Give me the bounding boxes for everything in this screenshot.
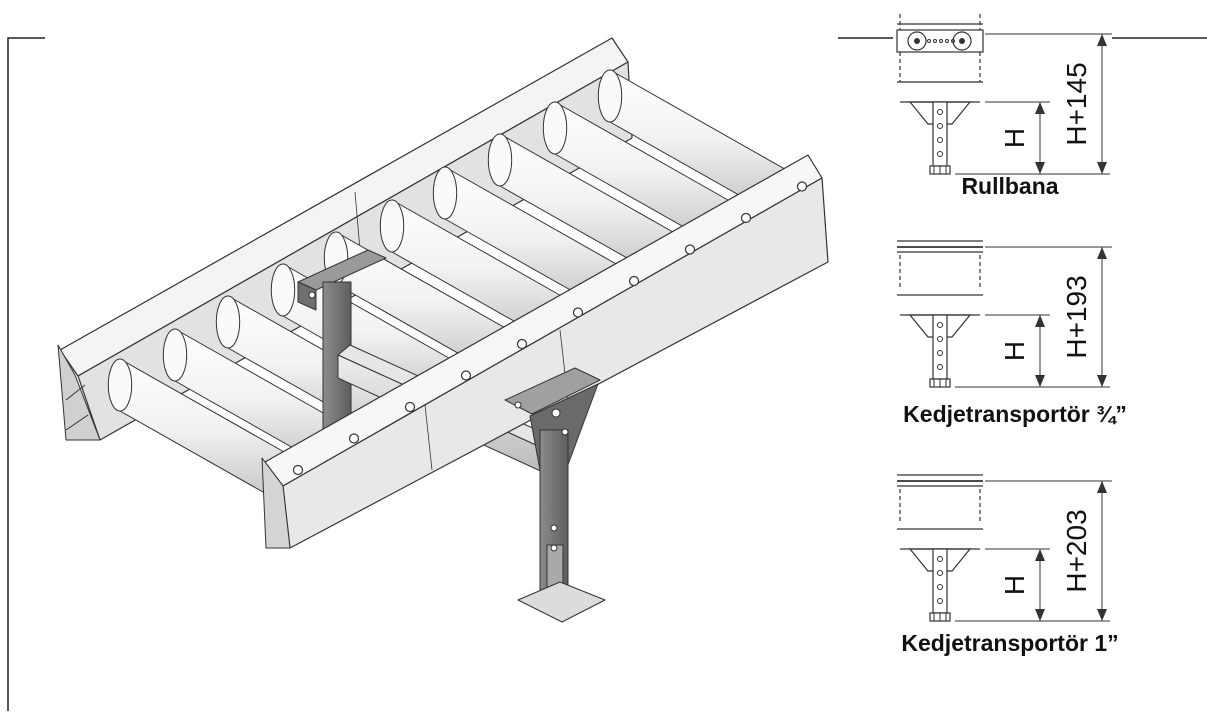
bolt-hole xyxy=(572,307,584,318)
bolt-hole xyxy=(740,212,752,224)
profile-view-1: H H+145 xyxy=(896,14,1112,175)
front-side-frame xyxy=(261,154,829,549)
conveyor-isometric-view xyxy=(57,37,829,623)
dimension-label-h: H xyxy=(999,128,1030,148)
bolt-hole xyxy=(460,370,472,381)
caption-kedjetransportor-three-quarter: Kedjetransportör ¾” xyxy=(903,401,1127,427)
bolt-hole xyxy=(292,464,304,476)
dimension-label-total: H+203 xyxy=(1061,509,1092,592)
dimension-label-h: H xyxy=(999,575,1030,595)
dimension-label-total: H+145 xyxy=(1061,62,1092,145)
bolt-hole xyxy=(628,275,640,287)
caption-kedjetransportor-one-inch: Kedjetransportör 1” xyxy=(901,630,1119,656)
bolt-hole xyxy=(516,338,528,350)
bolt-hole xyxy=(404,401,416,413)
dimension-label-total: H+193 xyxy=(1061,275,1092,358)
dimension-label-h: H xyxy=(999,341,1030,361)
front-support-leg xyxy=(504,367,606,623)
profile-view-2: H H+193 xyxy=(897,240,1112,388)
bolt-hole xyxy=(684,244,696,255)
caption-rullbana: Rullbana xyxy=(961,173,1059,199)
profile-view-3: H H+203 xyxy=(897,474,1112,622)
bolt-hole xyxy=(348,433,360,444)
sheet-frame xyxy=(7,37,1207,711)
bolt-hole xyxy=(796,181,808,192)
frame-bolt-holes xyxy=(292,181,808,476)
